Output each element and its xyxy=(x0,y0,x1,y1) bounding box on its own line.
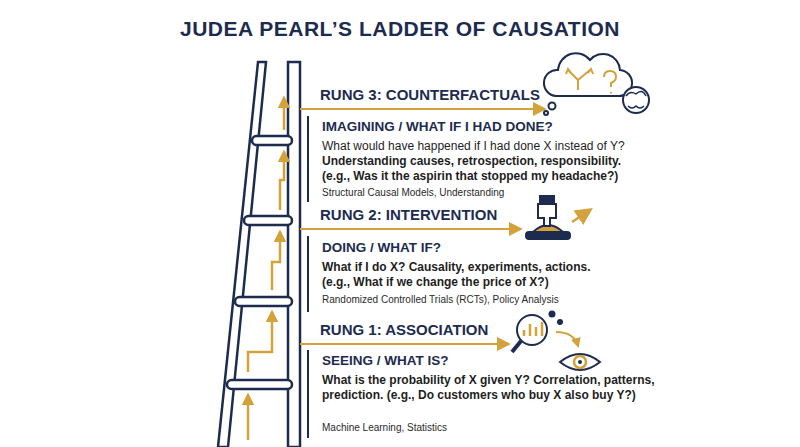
rung-example: (e.g., What if we change the price of X?… xyxy=(322,275,549,289)
section-bracket xyxy=(307,236,309,312)
section-bracket xyxy=(307,350,309,438)
thought-dot xyxy=(549,103,556,110)
sleeve-cuff xyxy=(540,196,554,204)
pointer-arrow xyxy=(300,228,520,230)
pressing-hand xyxy=(538,204,556,226)
climb-arrow xyxy=(272,232,280,290)
rung-description: What would have happened if I had done X… xyxy=(322,139,625,153)
thought-icon xyxy=(544,53,649,115)
action-arrow xyxy=(572,210,590,222)
eye-iris xyxy=(574,356,586,368)
section-bracket xyxy=(307,116,309,202)
pointer-arrow xyxy=(300,108,544,110)
rung-heading: RUNG 3: COUNTERFACTUALS xyxy=(320,86,540,104)
data-dot xyxy=(558,320,562,324)
thought-dot xyxy=(544,111,548,115)
brain-folds xyxy=(626,91,646,108)
climb-arrow xyxy=(280,152,284,210)
climb-arrow xyxy=(248,312,272,372)
rung-description: Understanding causes, retrospection, res… xyxy=(322,154,621,168)
eye-pupil xyxy=(578,360,582,364)
data-dot xyxy=(550,312,555,317)
thought-cloud xyxy=(544,53,632,96)
branch-arrows xyxy=(568,70,590,90)
mini-chart xyxy=(524,322,542,336)
curved-arrow xyxy=(556,332,578,346)
ladder-rung xyxy=(235,297,292,306)
rung-subheading: SEEING / WHAT IS? xyxy=(322,353,449,369)
ladder-rung xyxy=(252,136,292,145)
climb-arrow xyxy=(247,395,250,440)
rung-methods: Structural Causal Models, Understanding xyxy=(322,187,504,199)
rung-methods: Machine Learning, Statistics xyxy=(322,422,447,434)
ladder-rung xyxy=(227,380,292,389)
rung-subheading: IMAGINING / WHAT IF I HAD DONE? xyxy=(322,119,553,135)
diagram-title: JUDEA PEARL’S LADDER OF CAUSATION xyxy=(180,16,620,41)
pointer-arrow xyxy=(300,343,508,345)
ladder-rung xyxy=(244,216,292,225)
climb-arrows xyxy=(248,98,284,440)
button-icon xyxy=(526,196,590,239)
rung-heading: RUNG 1: ASSOCIATION xyxy=(320,321,488,339)
rung-description: What is the probability of X given Y? Co… xyxy=(322,373,667,403)
rung-methods: Randomized Controlled Trials (RCTs), Pol… xyxy=(322,294,559,306)
eye-outline xyxy=(560,354,600,370)
button-base xyxy=(526,232,570,239)
magnifier-handle xyxy=(512,341,521,352)
brain-icon xyxy=(623,87,649,113)
magnifier-lens xyxy=(517,315,547,345)
ladder xyxy=(218,62,300,447)
question-mark xyxy=(604,71,616,94)
rung-subheading: DOING / WHAT IF? xyxy=(322,240,441,256)
seeing-icon xyxy=(512,312,600,371)
rung-heading: RUNG 2: INTERVENTION xyxy=(320,206,497,224)
climb-arrow xyxy=(283,98,286,130)
rung-description: What if I do X? Causality, experiments, … xyxy=(322,260,591,274)
rung-example: (e.g., Was it the aspirin that stopped m… xyxy=(322,169,618,183)
branch-heads xyxy=(566,69,593,74)
section-brackets xyxy=(307,116,309,438)
